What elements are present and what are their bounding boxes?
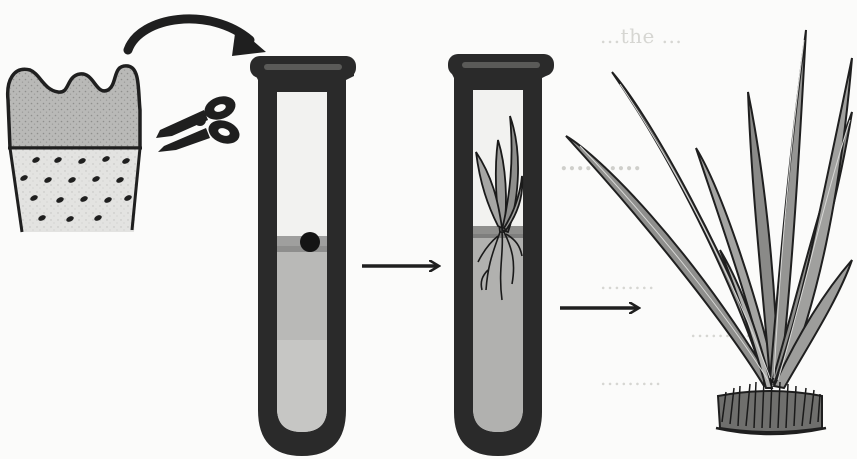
test-tube-callus-icon bbox=[250, 56, 356, 456]
test-tube-plantlet-icon bbox=[448, 54, 554, 456]
plant-tissue-icon bbox=[8, 66, 142, 232]
scissors-icon bbox=[156, 92, 243, 152]
root-clump bbox=[716, 380, 826, 434]
grass-plant-icon bbox=[566, 30, 852, 434]
curved-arrow-icon bbox=[128, 19, 266, 56]
